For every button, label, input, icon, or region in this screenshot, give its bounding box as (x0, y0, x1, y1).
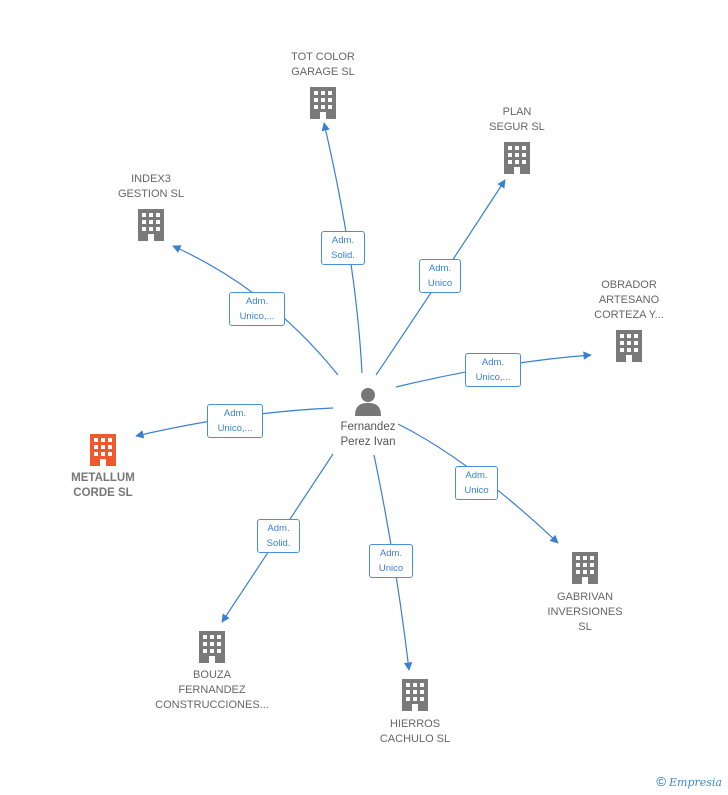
building-icon[interactable] (616, 330, 642, 362)
copyright-symbol: © (656, 774, 666, 789)
building-icon[interactable] (310, 87, 336, 119)
company-name: PLAN SEGUR SL (489, 106, 545, 133)
building-icon[interactable] (572, 552, 598, 584)
company-node-bouza[interactable]: BOUZA FERNANDEZ CONSTRUCCIONES... (142, 668, 282, 713)
brand-name: Empresia (669, 776, 722, 789)
company-name: TOT COLOR GARAGE SL (291, 51, 355, 78)
company-name: GABRIVAN INVERSIONES SL (547, 591, 623, 633)
building-icon[interactable] (504, 142, 530, 174)
company-name: INDEX3 GESTION SL (117, 173, 185, 200)
role-label[interactable]: Adm. Unico (455, 466, 498, 500)
company-name: HIERROS CACHULO SL (379, 718, 451, 745)
role-label[interactable]: Adm. Unico,... (207, 404, 263, 438)
company-name: BOUZA FERNANDEZ CONSTRUCCIONES... (155, 669, 269, 711)
footer-brand: © Empresia (656, 774, 722, 789)
role-label[interactable]: Adm. Unico (369, 544, 413, 578)
building-icon[interactable] (199, 631, 225, 663)
role-label[interactable]: Adm. Unico (419, 259, 461, 293)
person-icon (355, 388, 381, 416)
company-node-plan-segur[interactable]: PLAN SEGUR SL (447, 105, 587, 135)
building-icon[interactable] (138, 209, 164, 241)
role-label[interactable]: Adm. Unico,... (229, 292, 285, 326)
building-icon[interactable] (402, 679, 428, 711)
company-name: METALLUM CORDE SL (71, 472, 135, 499)
person-node[interactable]: Fernandez Perez Ivan (323, 386, 413, 450)
company-node-hierros[interactable]: HIERROS CACHULO SL (345, 717, 485, 747)
role-label[interactable]: Adm. Solid. (321, 231, 365, 265)
person-name: Fernandez Perez Ivan (340, 421, 396, 448)
building-icon[interactable] (90, 434, 116, 466)
company-node-tot-color[interactable]: TOT COLOR GARAGE SL (253, 50, 393, 80)
company-node-obrador[interactable]: OBRADOR ARTESANO CORTEZA Y... (559, 278, 699, 323)
company-name: OBRADOR ARTESANO CORTEZA Y... (594, 279, 664, 321)
company-node-index3[interactable]: INDEX3 GESTION SL (81, 172, 221, 202)
company-node-gabrivan[interactable]: GABRIVAN INVERSIONES SL (515, 590, 655, 635)
role-label[interactable]: Adm. Unico,... (465, 353, 521, 387)
company-node-metallum[interactable]: METALLUM CORDE SL (33, 471, 173, 501)
role-label[interactable]: Adm. Solid. (257, 519, 300, 553)
